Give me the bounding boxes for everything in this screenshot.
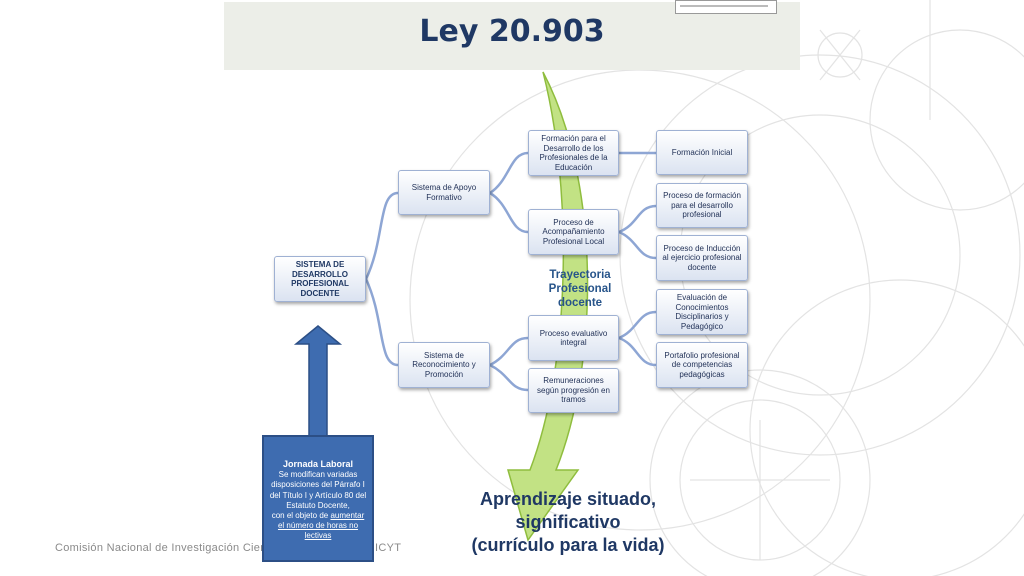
connector-evaluativo-evaluacion bbox=[618, 310, 657, 340]
node-sistema-desarrollo: SISTEMA DE DESARROLLO PROFESIONAL DOCENT… bbox=[274, 256, 366, 302]
connector-acompanamiento-induccion bbox=[618, 230, 657, 260]
aprendizaje-line1: Aprendizaje situado, bbox=[479, 489, 657, 509]
node-acompanamiento-label: Proceso de Acompañamiento Profesional Lo… bbox=[542, 217, 605, 246]
jornada-title: Jornada Laboral bbox=[282, 459, 354, 469]
connector-root-reconocimiento bbox=[364, 278, 399, 367]
connector-evaluativo-portafolio bbox=[618, 336, 657, 367]
aprendizaje-label: Aprendizaje situado, significativo (curr… bbox=[452, 488, 684, 557]
node-acompanamiento: Proceso de Acompañamiento Profesional Lo… bbox=[528, 209, 619, 255]
connector-root-apoyo bbox=[364, 191, 399, 280]
node-evaluativo-label: Proceso evaluativo integral bbox=[539, 328, 608, 348]
connector-reconocimiento-remuneraciones bbox=[489, 363, 529, 392]
node-sistema-apoyo: Sistema de Apoyo Formativo bbox=[398, 170, 490, 215]
node-evaluacion-conocimientos: Evaluación de Conocimientos Disciplinari… bbox=[656, 289, 748, 335]
node-formacion-label: Formación para el Desarrollo de los Prof… bbox=[539, 134, 608, 172]
node-formacion-desarrollo: Formación para el Desarrollo de los Prof… bbox=[528, 130, 619, 176]
connector-apoyo-acompanamiento bbox=[489, 191, 529, 234]
aprendizaje-line3: (currículo para la vida) bbox=[471, 535, 665, 555]
node-sistema-reconocimiento: Sistema de Reconocimiento y Promoción bbox=[398, 342, 490, 388]
connector-apoyo-formacion bbox=[489, 151, 529, 195]
jornada-link[interactable]: aumentar el número de horas no lectivas bbox=[277, 511, 365, 541]
node-portafolio: Portafolio profesional de competencias p… bbox=[656, 342, 748, 388]
jornada-text: Se modifican variadas disposiciones del … bbox=[269, 470, 367, 510]
node-reconocimiento-label: Sistema de Reconocimiento y Promoción bbox=[412, 350, 476, 379]
node-evaluacion-label: Evaluación de Conocimientos Disciplinari… bbox=[675, 293, 729, 331]
node-inicial-label: Formación Inicial bbox=[671, 147, 733, 157]
jornada-text2: con el objeto de bbox=[271, 511, 331, 521]
node-formacion-inicial: Formación Inicial bbox=[656, 130, 748, 175]
node-root-label: SISTEMA DE DESARROLLO PROFESIONAL DOCENT… bbox=[291, 260, 349, 298]
footer-right-text: ICYT bbox=[375, 542, 402, 554]
stamp-box bbox=[675, 0, 777, 14]
connector-reconocimiento-evaluativo bbox=[489, 336, 529, 367]
node-induccion: Proceso de Inducción al ejercicio profes… bbox=[656, 235, 748, 281]
green-curved-arrow bbox=[507, 71, 589, 542]
node-remuneraciones: Remuneraciones según progresión en tramo… bbox=[528, 368, 619, 413]
node-portafolio-label: Portafolio profesional de competencias p… bbox=[664, 350, 740, 379]
footer-left-text: Comisión Nacional de Investigación Cient… bbox=[55, 542, 280, 554]
connector-acompanamiento-proceso bbox=[618, 204, 657, 234]
aprendizaje-line2: significativo bbox=[515, 512, 621, 532]
node-remuneraciones-label: Remuneraciones según progresión en tramo… bbox=[537, 376, 610, 405]
node-proceso-evaluativo: Proceso evaluativo integral bbox=[528, 315, 619, 361]
node-apoyo-label: Sistema de Apoyo Formativo bbox=[411, 183, 477, 202]
node-proceso-formacion: Proceso de formación para el desarrollo … bbox=[656, 183, 748, 228]
jornada-laboral-box: Jornada Laboral Se modifican variadas di… bbox=[262, 435, 374, 562]
footer: Comisión Nacional de Investigación Cient… bbox=[55, 542, 415, 554]
blue-up-arrow bbox=[293, 325, 343, 437]
node-induccion-label: Proceso de Inducción al ejercicio profes… bbox=[662, 243, 742, 272]
node-proceso-formacion-label: Proceso de formación para el desarrollo … bbox=[663, 191, 741, 220]
page-title: Ley 20.903 bbox=[419, 14, 605, 49]
trayectoria-label: Trayectoria Profesional docente bbox=[548, 269, 612, 309]
